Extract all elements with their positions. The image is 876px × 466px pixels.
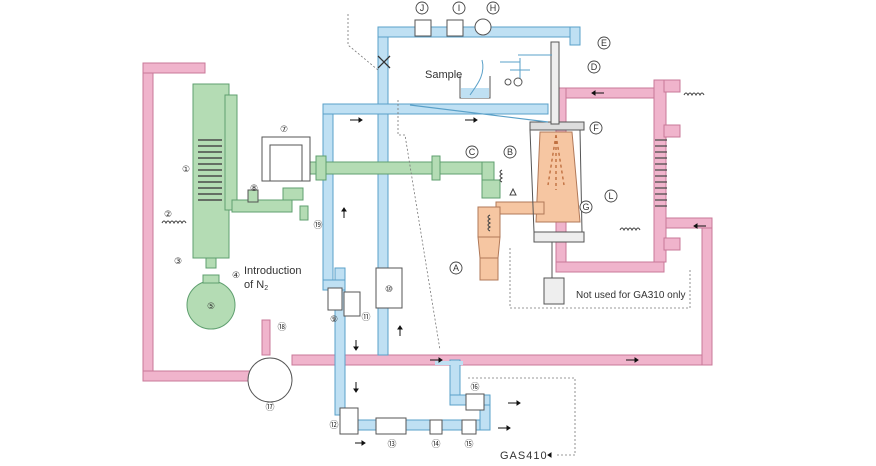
component-i-label: I	[458, 3, 461, 13]
component-c-label: C	[469, 147, 476, 157]
component-19-label: ⑲	[313, 220, 322, 231]
introduction-n2-line2: of N2	[244, 279, 268, 292]
component-j-label: J	[420, 3, 425, 13]
component-f-label: F	[593, 123, 599, 133]
component-10-label: ⑩	[385, 285, 393, 295]
component-17-label: ⑰	[265, 402, 274, 413]
heater-coil	[655, 139, 667, 207]
not-used-note: Not used for GA310 only	[576, 290, 686, 301]
component-l-label: L	[608, 191, 613, 201]
small-coils	[161, 92, 705, 232]
flow-arrows	[341, 90, 706, 458]
component-8-label: ⑧	[250, 184, 258, 194]
sample-label: Sample	[425, 69, 462, 81]
sample-inlet-line	[409, 104, 549, 123]
component-13-label: ⑬	[387, 439, 396, 450]
lettered-labels	[415, 1, 618, 275]
component-b-label: B	[507, 147, 513, 157]
component-14-label: ⑭	[431, 439, 440, 450]
gas410-label: GAS410	[500, 450, 548, 462]
green-condenser-assembly	[186, 83, 501, 330]
condenser-coil	[198, 139, 222, 201]
component-h-label: H	[490, 3, 497, 13]
flame-dashes	[547, 134, 565, 190]
equipment-boxes	[247, 18, 492, 435]
component-3-label: ③	[174, 257, 182, 267]
component-11-label: ⑪	[361, 312, 370, 323]
dashed-lines	[347, 14, 691, 456]
valve-cross	[377, 55, 391, 69]
numbered-labels: ① ② ③ ④ ⑤ ⑦ ⑧ ⑨ ⑩ ⑪ ⑫ ⑬ ⑭ ⑮ ⑯ ⑰ ⑱ ⑲	[164, 125, 480, 450]
component-4-label: ④	[232, 271, 240, 281]
component-e-label: E	[601, 38, 607, 48]
component-a-label: A	[453, 263, 459, 273]
component-12-label: ⑫	[329, 420, 338, 431]
component-7-label: ⑦	[280, 125, 288, 135]
furnace-housing	[529, 121, 585, 305]
blue-gas-lines	[322, 26, 581, 431]
sample-container	[459, 54, 552, 99]
component-1-label: ①	[182, 165, 190, 175]
component-2-label: ②	[164, 210, 172, 220]
component-5-label: ⑤	[207, 302, 215, 312]
component-9-label: ⑨	[330, 315, 338, 325]
sample-injector-tube	[550, 41, 560, 125]
component-16-label: ⑯	[470, 382, 479, 393]
component-18-label: ⑱	[277, 322, 286, 333]
component-15-label: ⑮	[464, 439, 473, 450]
introduction-n2-line1: Introduction	[244, 265, 301, 277]
component-d-label: D	[591, 62, 598, 72]
lettered-label-text: A B C D E F G H I J L	[420, 3, 614, 273]
component-g-label: G	[582, 202, 589, 212]
